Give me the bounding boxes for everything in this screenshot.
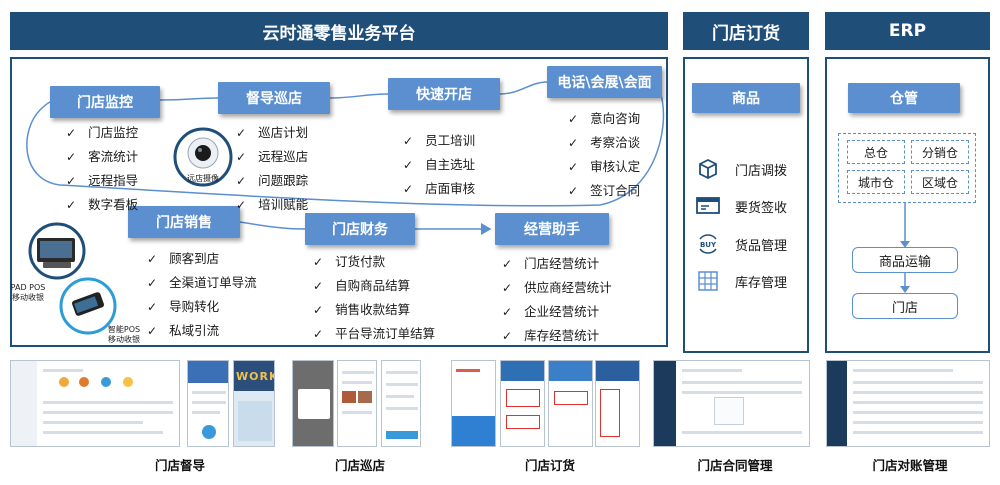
list-item: 自主选址 (403, 153, 475, 177)
module-monitor-label: 门店监控 (50, 86, 160, 118)
svg-text:BUY: BUY (700, 241, 717, 249)
module-assistant-label: 经营助手 (495, 213, 609, 245)
caption-contract: 门店合同管理 (697, 458, 773, 473)
list-item: 企业经营统计 (502, 300, 612, 324)
list-item: 员工培训 (403, 129, 475, 153)
erp-flow-arrows (900, 203, 910, 293)
pad-pos-name: PAD POS (10, 283, 46, 292)
list-item: 私域引流 (147, 319, 257, 343)
camera-caption: 远店摄像 (187, 174, 219, 183)
main-platform-header: 云时通零售业务平台 (10, 12, 668, 50)
screenshot-supervision-phone-1 (187, 360, 229, 447)
list-item: 供应商经营统计 (502, 276, 612, 300)
list-item: 签订合同 (568, 179, 640, 203)
module-monitor-list: 门店监控 客流统计 远程指导 数字看板 (66, 121, 138, 217)
list-item: 意向咨询 (568, 107, 640, 131)
ordering-item-label: 门店调拨 (735, 163, 788, 179)
warehouse-box: 总仓 (847, 140, 905, 164)
module-contact-label: 电话\会展\会面 (547, 66, 662, 98)
warehouse-box: 城市仓 (847, 170, 905, 194)
smart-pos-desc: 移动收银 (108, 335, 140, 344)
list-item: 导购转化 (147, 295, 257, 319)
list-item: 考察洽谈 (568, 131, 640, 155)
list-item: 客流统计 (66, 145, 138, 169)
screenshot-ordering-phone-3 (548, 360, 593, 447)
ordering-item-stock: 库存管理 (693, 268, 787, 294)
ordering-item-label: 货品管理 (735, 238, 788, 254)
ordering-item-receipt: 要货签收 (693, 193, 787, 219)
pad-pos-caption: PAD POS 移动收银 (8, 283, 48, 303)
module-sales-list: 顾客到店 全渠道订单导流 导购转化 私域引流 (147, 247, 257, 343)
list-item: 销售收款结算 (313, 298, 435, 322)
screenshot-patrol-phone-1 (292, 360, 334, 447)
warehouse-box: 区域仓 (911, 170, 969, 194)
module-contact-list: 意向咨询 考察洽谈 审核认定 签订合同 (568, 107, 640, 203)
warehouse-box: 分销仓 (911, 140, 969, 164)
buy-icon: BUY (693, 231, 723, 257)
module-finance-label: 门店财务 (305, 213, 415, 245)
caption-supervision: 门店督导 (154, 458, 205, 473)
erp-transport-box: 商品运输 (852, 247, 958, 273)
list-item: 门店监控 (66, 121, 138, 145)
list-item: 顾客到店 (147, 247, 257, 271)
module-quickopen-label: 快速开店 (388, 78, 500, 110)
module-patrol-label: 督导巡店 (218, 82, 330, 114)
smart-pos-icon (59, 277, 117, 335)
work-banner: WORK (236, 370, 275, 383)
list-item: 远程指导 (66, 169, 138, 193)
list-item: 库存经营统计 (502, 324, 612, 348)
module-finance-list: 订货付款 自购商品结算 销售收款结算 平台导流订单结算 (313, 250, 435, 346)
pad-pos-desc: 移动收银 (12, 293, 44, 302)
screenshot-patrol-phone-2 (337, 360, 377, 447)
list-item: 数字看板 (66, 193, 138, 217)
screenshot-ordering-phone-4 (595, 360, 640, 447)
screenshot-supervision-phone-2: WORK (233, 360, 275, 447)
list-item: 远程巡店 (236, 145, 308, 169)
list-item: 审核认定 (568, 155, 640, 179)
list-item: 店面审核 (403, 177, 475, 201)
erp-warehouse-group (838, 133, 976, 203)
truck-icon (693, 193, 723, 219)
erp-warehouse-label: 仓管 (848, 83, 960, 113)
warehouse-icon (693, 268, 723, 294)
list-item: 订货付款 (313, 250, 435, 274)
caption-patrol: 门店巡店 (334, 458, 385, 473)
smart-pos-name: 智能POS (107, 325, 141, 334)
list-item: 自购商品结算 (313, 274, 435, 298)
camera-icon (173, 127, 233, 187)
ordering-goods-label: 商品 (692, 83, 800, 113)
erp-header: ERP (825, 12, 990, 50)
caption-reconciliation: 门店对账管理 (872, 458, 948, 473)
module-patrol-list: 巡店计划 远程巡店 问题跟踪 培训赋能 (236, 121, 308, 217)
erp-store-box: 门店 (852, 293, 958, 319)
module-quickopen-list: 员工培训 自主选址 店面审核 (403, 129, 475, 201)
ordering-item-goods: BUY 货品管理 (693, 231, 787, 257)
ordering-header: 门店订货 (683, 12, 809, 50)
screenshot-ordering-phone-2 (500, 360, 545, 447)
screenshot-ordering-phone-1 (451, 360, 496, 447)
module-assistant-list: 门店经营统计 供应商经营统计 企业经营统计 库存经营统计 (502, 252, 612, 348)
smart-pos-caption: 智能POS 移动收银 (103, 325, 145, 345)
list-item: 培训赋能 (236, 193, 308, 217)
box-icon (693, 156, 723, 182)
ordering-item-label: 要货签收 (735, 200, 788, 216)
screenshot-reconciliation-desktop (826, 360, 990, 447)
caption-ordering: 门店订货 (524, 458, 575, 473)
module-sales-label: 门店销售 (128, 206, 240, 238)
screenshot-contract-desktop (653, 360, 810, 447)
list-item: 全渠道订单导流 (147, 271, 257, 295)
screenshot-patrol-phone-3 (381, 360, 421, 447)
ordering-item-label: 库存管理 (735, 275, 788, 291)
list-item: 门店经营统计 (502, 252, 612, 276)
pad-pos-icon (28, 222, 86, 280)
list-item: 平台导流订单结算 (313, 322, 435, 346)
list-item: 问题跟踪 (236, 169, 308, 193)
ordering-item-transfer: 门店调拨 (693, 156, 787, 182)
list-item: 巡店计划 (236, 121, 308, 145)
screenshot-supervision-desktop (10, 360, 180, 447)
